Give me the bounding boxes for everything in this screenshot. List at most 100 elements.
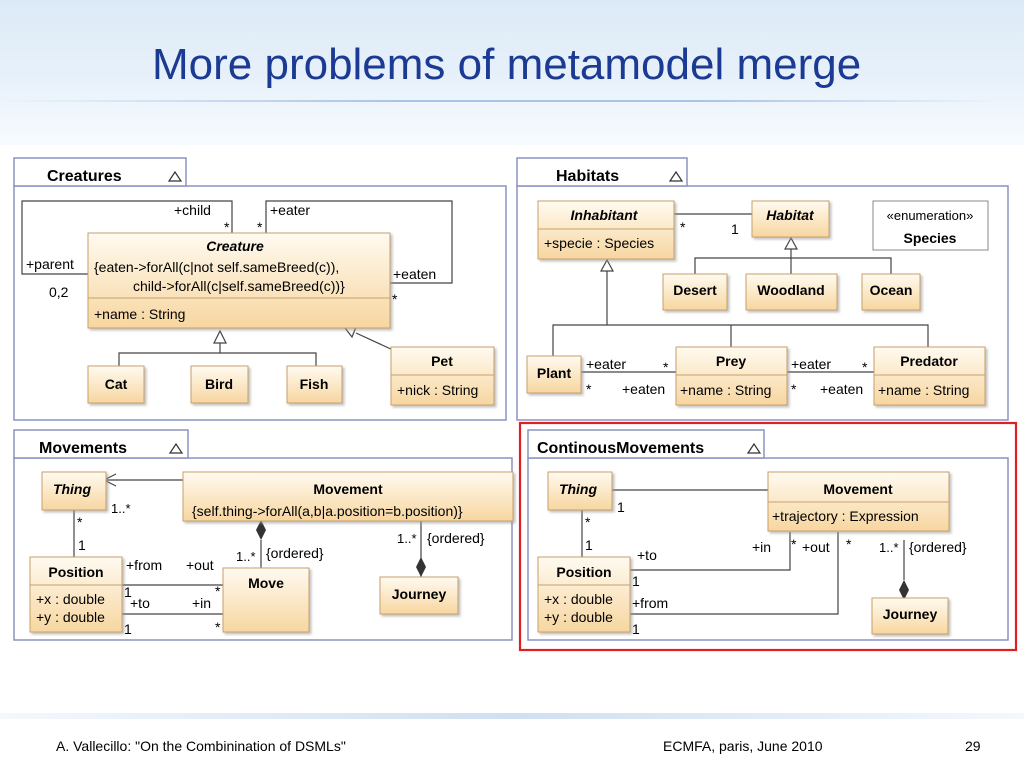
class-name: Fish: [300, 376, 329, 392]
class-name: Woodland: [757, 282, 824, 298]
package-continous-movements: ContinousMovements Thing Movement +traje…: [518, 421, 1018, 652]
slide-title: More problems of metamodel merge: [152, 40, 862, 89]
class-name: Thing: [559, 481, 598, 497]
class-woodland[interactable]: [745, 273, 838, 311]
class-journey[interactable]: [379, 576, 459, 615]
class-name: Move: [248, 575, 284, 591]
multiplicity-label: *: [77, 514, 83, 530]
class-habitat[interactable]: [751, 200, 830, 238]
constraint-label: {ordered}: [427, 530, 485, 546]
multiplicity-label: 1: [632, 573, 640, 589]
class-move[interactable]: [222, 567, 310, 633]
attribute-text: +nick : String: [397, 382, 478, 398]
multiplicity-label: 1..*: [397, 531, 417, 546]
class-name: Position: [556, 564, 611, 580]
package-title-movements: Movements: [39, 440, 127, 457]
package-title-creatures: Creatures: [47, 168, 122, 185]
role-label: +eater: [791, 356, 831, 372]
class-name: Movement: [823, 481, 893, 497]
title-divider: [0, 100, 1000, 102]
role-label: +to: [130, 595, 150, 611]
collapse-icon: [668, 170, 684, 182]
multiplicity-label: *: [392, 291, 398, 307]
class-name: Pet: [431, 353, 453, 369]
package-title-habitats: Habitats: [556, 168, 619, 185]
multiplicity-label: 1: [78, 537, 86, 553]
package-habitats: Habitats Inhabitant +specie : Species Ha…: [516, 157, 1009, 421]
role-label: +eater: [586, 356, 626, 372]
attribute-text: +name : String: [94, 306, 185, 322]
class-name: Ocean: [870, 282, 913, 298]
attribute-text: +x : double: [36, 591, 105, 607]
title-band: [0, 0, 1024, 145]
multiplicity-label: 1: [124, 584, 132, 600]
class-name: Journey: [883, 606, 938, 622]
class-name: Movement: [313, 481, 383, 497]
class-plant[interactable]: [526, 355, 582, 394]
attribute-text: +y : double: [544, 609, 613, 625]
multiplicity-label: 1..*: [879, 540, 899, 555]
package-title-continous: ContinousMovements: [537, 440, 704, 457]
multiplicity-label: 1: [617, 499, 625, 515]
class-name: Cat: [105, 376, 128, 392]
class-thing[interactable]: [41, 471, 107, 511]
role-label: +out: [186, 557, 214, 573]
class-position[interactable]: [29, 556, 123, 633]
role-label: +eaten: [393, 266, 436, 282]
constraint-text: {eaten->forAll(c|not self.sameBreed(c)),: [94, 259, 339, 275]
footer-venue: ECMFA, paris, June 2010: [663, 738, 823, 754]
role-label: +to: [637, 547, 657, 563]
multiplicity-label: *: [586, 381, 592, 397]
multiplicity-label: 1: [731, 221, 739, 237]
multiplicity-label: 1..*: [111, 501, 131, 516]
class-name: Thing: [53, 481, 92, 497]
class-name: Prey: [716, 353, 747, 369]
role-label: +child: [174, 202, 211, 218]
class-ocean[interactable]: [861, 273, 921, 311]
multiplicity-label: *: [862, 359, 868, 375]
multiplicity-label: *: [215, 619, 221, 635]
collapse-icon: [168, 442, 184, 454]
constraint-label: {ordered}: [266, 545, 324, 561]
class-creature[interactable]: [87, 232, 391, 329]
attribute-text: +x : double: [544, 591, 613, 607]
class-name: Creature: [206, 238, 264, 254]
class-journey[interactable]: [871, 597, 949, 635]
class-fish[interactable]: [286, 365, 343, 404]
class-name: Habitat: [766, 207, 815, 223]
enumeration-species[interactable]: [872, 200, 989, 251]
class-movement[interactable]: [767, 471, 950, 532]
class-desert[interactable]: [662, 273, 728, 311]
class-position[interactable]: [537, 556, 631, 633]
class-pet[interactable]: [390, 346, 495, 406]
class-name: Predator: [900, 353, 958, 369]
class-thing[interactable]: [547, 471, 613, 511]
multiplicity-label: *: [663, 359, 669, 375]
multiplicity-label: *: [585, 514, 591, 530]
multiplicity-label: *: [791, 536, 797, 552]
class-name: Desert: [673, 282, 717, 298]
role-label: +from: [632, 595, 668, 611]
multiplicity-label: *: [791, 381, 797, 397]
collapse-icon: [746, 442, 762, 454]
role-label: +parent: [26, 256, 74, 272]
stereotype-label: «enumeration»: [887, 208, 974, 223]
package-creatures: Creatures Creature {eaten->forAll(c|not …: [13, 157, 507, 421]
class-predator[interactable]: [873, 346, 986, 406]
role-label: +out: [802, 539, 830, 555]
role-label: +from: [126, 557, 162, 573]
role-label: +in: [192, 595, 211, 611]
constraint-label: {ordered}: [909, 539, 967, 555]
multiplicity-label: *: [680, 219, 686, 235]
attribute-text: +name : String: [878, 382, 969, 398]
class-movement[interactable]: [182, 471, 514, 522]
constraint-text: {self.thing->forAll(a,b|a.position=b.pos…: [192, 503, 463, 519]
class-inhabitant[interactable]: [537, 200, 675, 260]
highlight-frame: [518, 421, 1018, 652]
class-cat[interactable]: [87, 365, 145, 404]
collapse-icon: [167, 170, 183, 182]
class-bird[interactable]: [190, 365, 249, 404]
enumeration-name: Species: [904, 230, 957, 246]
class-prey[interactable]: [675, 346, 788, 406]
